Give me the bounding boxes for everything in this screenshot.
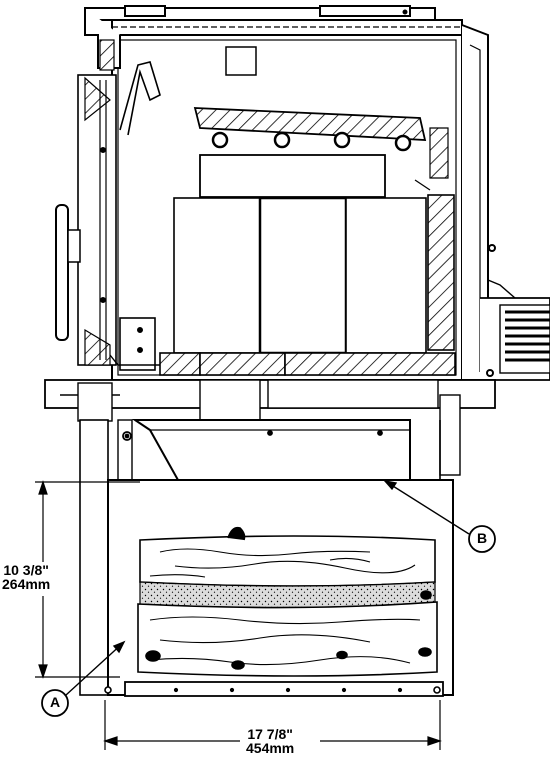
callout-a-label: A (49, 694, 61, 710)
firewood-logs (137, 526, 438, 677)
callout-a-marker (41, 640, 126, 717)
height-millimeters: 264mm (2, 576, 51, 592)
width-dimension (103, 700, 442, 750)
height-inches: 10 3/8" (3, 562, 49, 578)
height-dimension (35, 480, 140, 679)
callout-b-marker (383, 479, 496, 553)
width-millimeters: 454mm (246, 740, 295, 756)
height-dimension-label: 10 3/8" 264mm (2, 563, 50, 591)
firebox (55, 5, 550, 381)
width-inches: 17 7/8" (247, 726, 293, 742)
width-dimension-label: 17 7/8" 454mm (246, 727, 294, 755)
callout-b-label: B (476, 530, 488, 546)
air-tube-holes (211, 131, 412, 152)
